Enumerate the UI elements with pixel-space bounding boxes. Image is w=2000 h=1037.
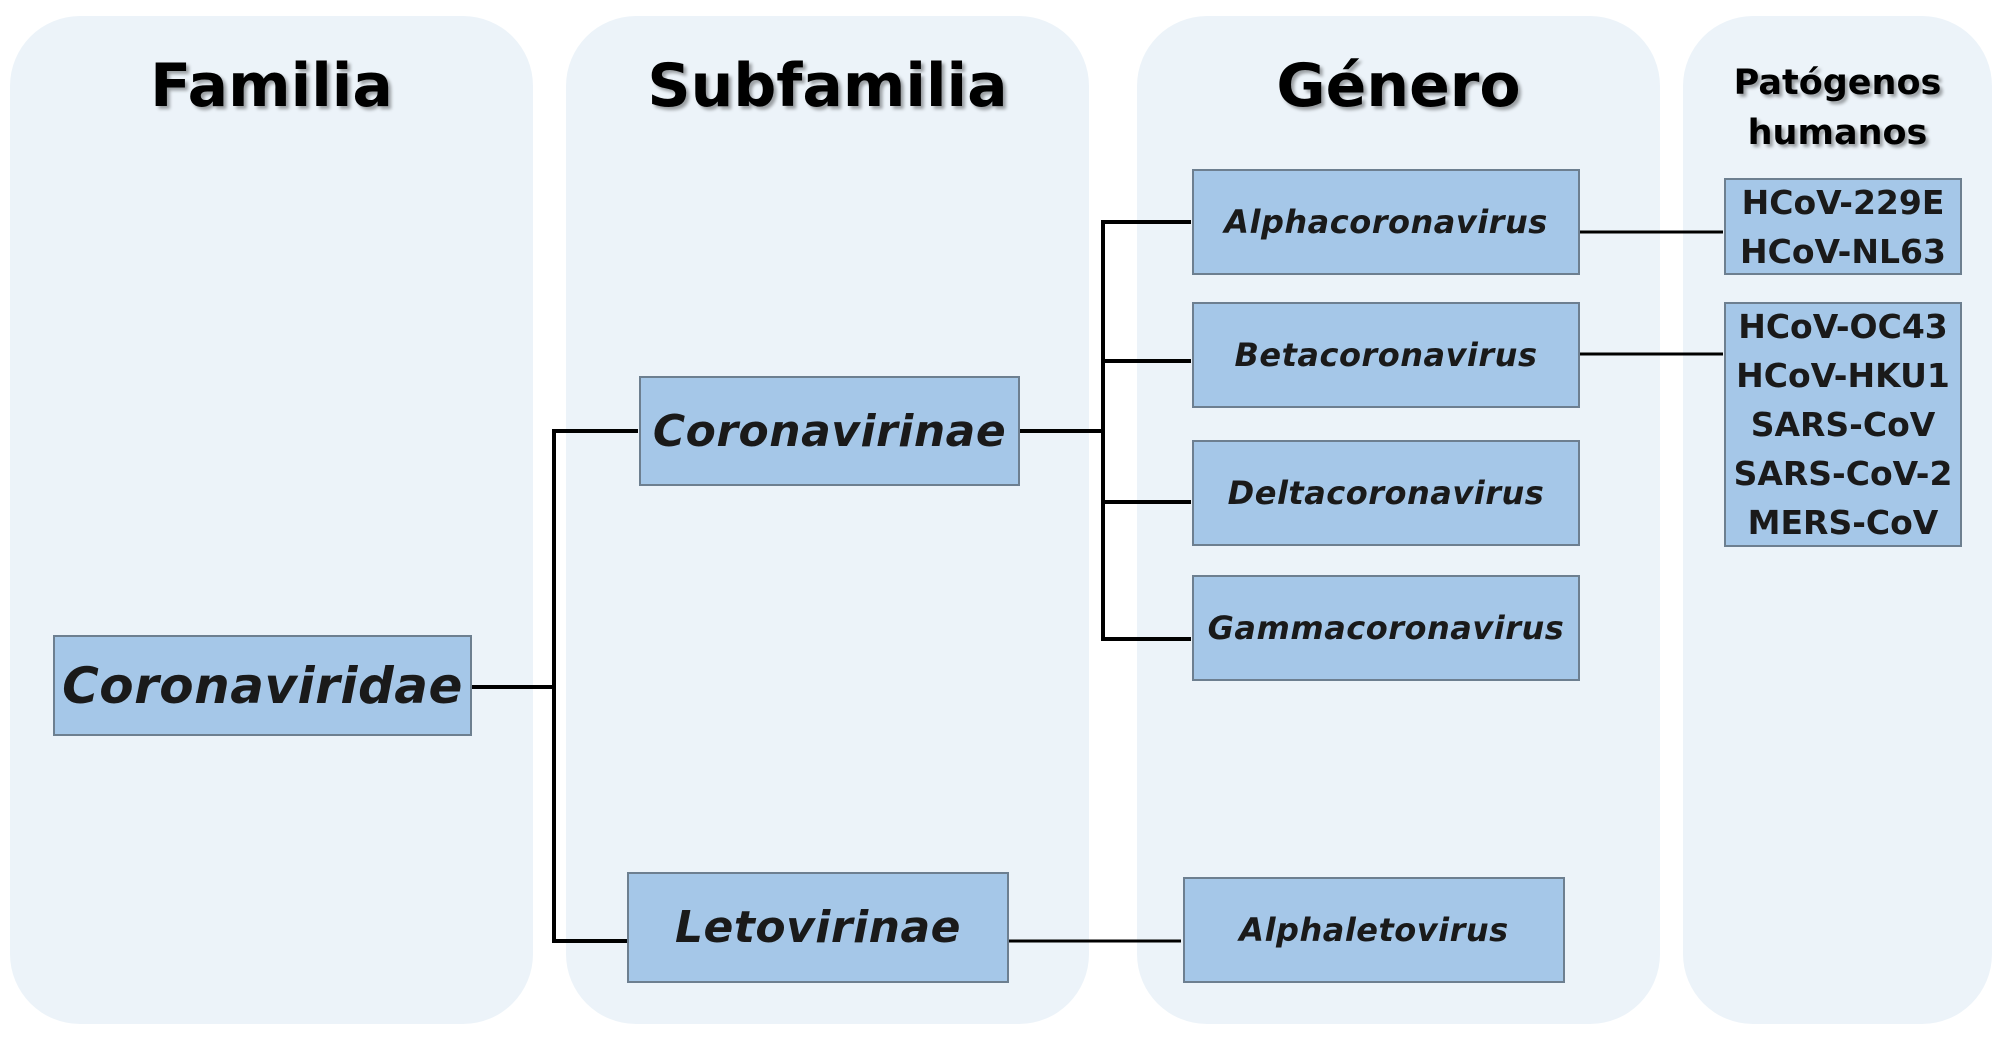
node-coronavirinae: Coronavirinae: [639, 376, 1020, 486]
pathogen-item: HCoV-HKU1: [1736, 356, 1950, 395]
pathogen-item: SARS-CoV-2: [1733, 454, 1953, 493]
line-family-to-subfamilies: [470, 429, 638, 943]
node-alphaletovirus: Alphaletovirus: [1183, 877, 1565, 983]
pathogen-item: HCoV-OC43: [1738, 307, 1948, 346]
pathogen-item: HCoV-NL63: [1740, 231, 1946, 271]
node-alphacoronavirus: Alphacoronavirus: [1192, 169, 1580, 275]
node-coronaviridae: Coronaviridae: [53, 635, 472, 736]
node-letovirinae: Letovirinae: [627, 872, 1009, 983]
pathogens-beta-box: HCoV-OC43 HCoV-HKU1 SARS-CoV SARS-CoV-2 …: [1724, 302, 1962, 547]
patogenos-title-line-1: Patógenos: [1733, 63, 1942, 103]
subfamilia-title: Subfamilia: [647, 51, 1008, 121]
patogenos-title: Patógenos humanos: [1683, 58, 1992, 158]
pathogens-alpha-box: HCoV-229E HCoV-NL63: [1724, 178, 1962, 275]
familia-column: Familia: [10, 16, 533, 1024]
node-betacoronavirus: Betacoronavirus: [1192, 302, 1580, 408]
genero-title: Género: [1276, 51, 1521, 121]
patogenos-title-line-2: humanos: [1747, 113, 1928, 153]
pathogen-item: HCoV-229E: [1741, 182, 1945, 222]
node-gammacoronavirus: Gammacoronavirus: [1192, 575, 1580, 681]
node-deltacoronavirus: Deltacoronavirus: [1192, 440, 1580, 546]
pathogen-item: MERS-CoV: [1747, 503, 1939, 542]
familia-title: Familia: [150, 51, 393, 121]
line-coronavirinae-to-genera: [1018, 220, 1191, 641]
pathogen-item: SARS-CoV: [1750, 405, 1936, 444]
subfamilia-column: Subfamilia: [566, 16, 1089, 1024]
